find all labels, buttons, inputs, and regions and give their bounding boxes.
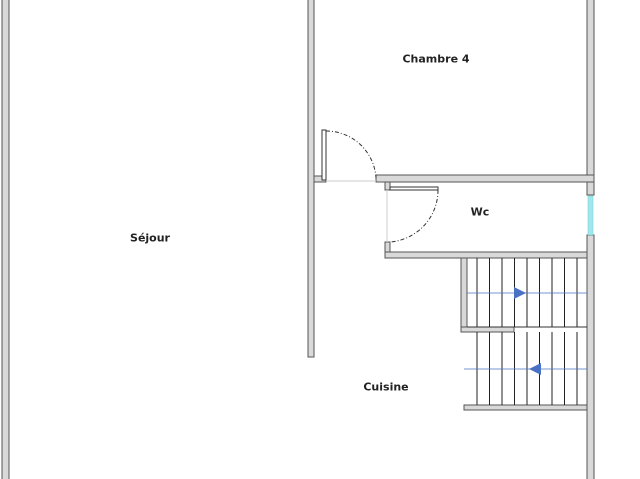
wc-window [587,195,594,236]
staircase [464,258,587,405]
chambre-door-leaf[interactable] [321,129,327,181]
wc-door-swing [389,189,439,243]
wc-door-leaf[interactable] [389,186,439,191]
room-label-cuisine: Cuisine [363,380,409,394]
chambre-door-swing [325,130,377,179]
stair-bottom-wall [463,404,588,411]
room-label-sejour: Séjour [130,231,170,245]
chambre-bottom-wall [375,174,595,183]
stair-landing-wall [460,326,515,333]
chambre-right-wall [586,0,595,196]
stair-arrow-right-icon [514,287,526,299]
sejour-chambre-partition [307,0,315,358]
wc-bottom-wall [384,251,591,259]
right-exterior-wall [586,234,595,479]
left-exterior-wall [1,0,10,479]
room-label-chambre-4: Chambre 4 [402,52,470,66]
stair-arrow-left-icon [529,363,541,375]
room-label-wc: Wc [470,205,490,219]
stair-left-wall [460,257,468,332]
wc-jamb-top [384,181,391,191]
